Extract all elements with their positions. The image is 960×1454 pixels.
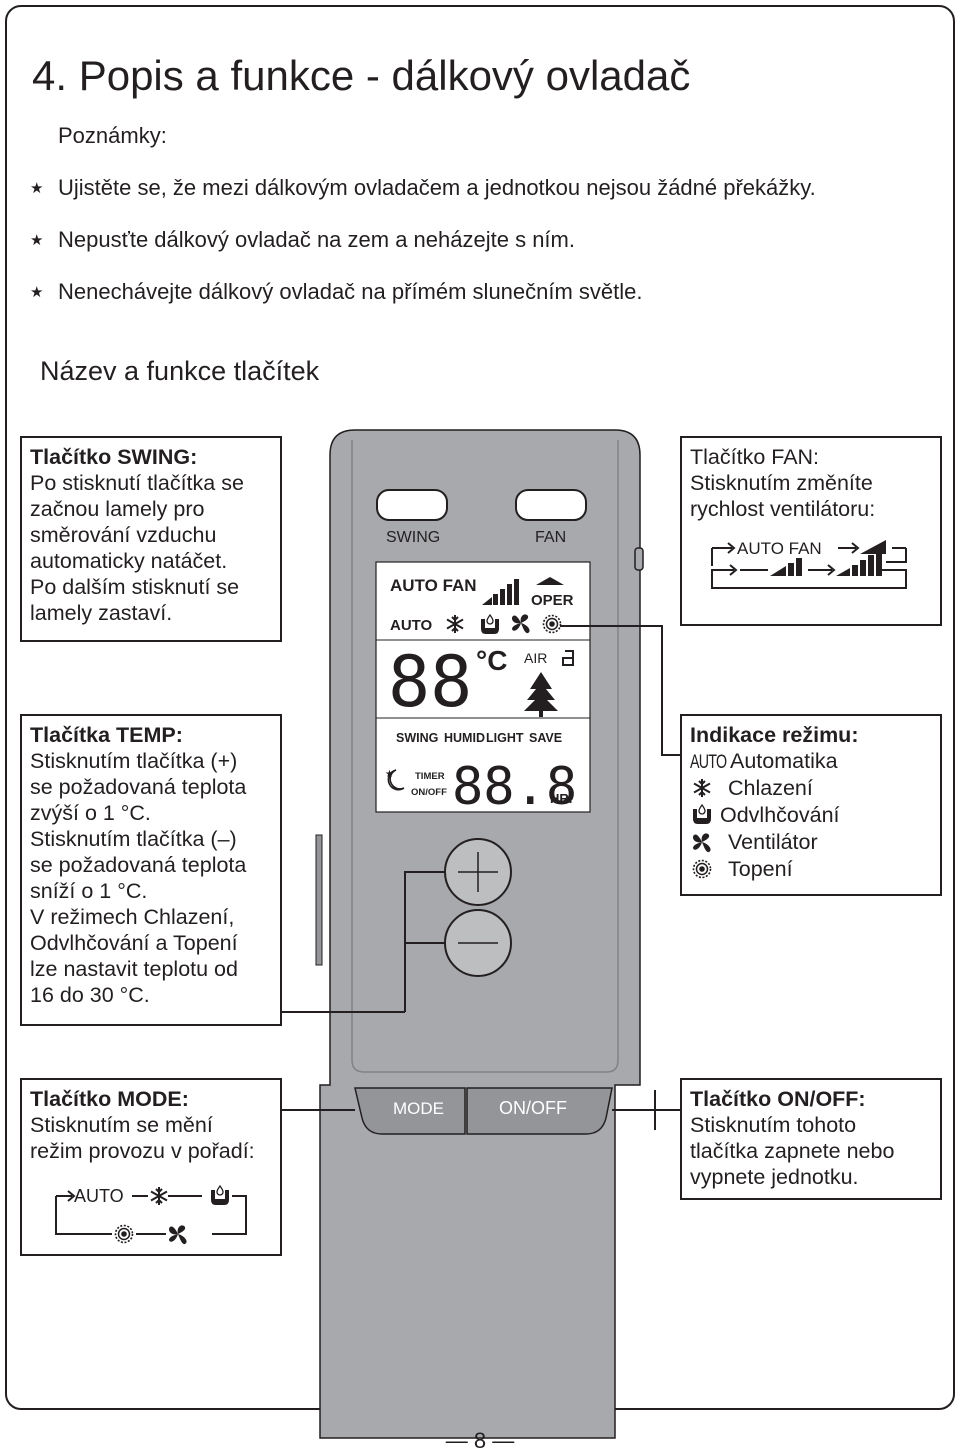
lcd-timer-value: 88.8 xyxy=(452,757,577,817)
star-bullet-icon: ★ xyxy=(30,232,44,249)
cycle-snowflake-icon xyxy=(150,1186,168,1206)
swing-button[interactable] xyxy=(376,489,448,521)
mode-button[interactable] xyxy=(354,1087,466,1135)
swing-callout-title: Tlačítko SWING: xyxy=(30,445,198,469)
lcd-onoff: ON/OFF xyxy=(411,787,447,798)
fan-high-icon xyxy=(836,550,882,576)
snowflake-icon xyxy=(693,778,711,798)
fan-callout-title: Tlačítko FAN: xyxy=(690,445,820,469)
onoff-callout: Tlačítko ON/OFF: Stisknutím tohoto tlačí… xyxy=(680,1078,942,1200)
star-bullet-icon: ★ xyxy=(30,180,44,197)
lcd-humid: HUMID xyxy=(444,731,485,745)
lcd-air: AIR xyxy=(524,650,547,666)
lcd-tree-icon xyxy=(524,672,558,711)
onoff-callout-body: Stisknutím tohoto tlačítka zapnete nebo … xyxy=(690,1113,895,1189)
lcd-fan-speed-bars xyxy=(482,579,519,605)
svg-text:★: ★ xyxy=(385,769,394,780)
note-item: ★Ujistěte se, že mezi dálkovým ovladačem… xyxy=(30,175,816,200)
swing-button-label: SWING xyxy=(386,529,440,546)
cycle-fan-icon xyxy=(168,1225,187,1245)
fan-mid-icon xyxy=(770,558,802,576)
mode-callout-title: Tlačítko MODE: xyxy=(30,1087,189,1111)
mode-indicator-title: Indikace režimu: xyxy=(690,723,859,747)
lcd-auto-fan: AUTO FAN xyxy=(390,576,477,595)
lcd-display xyxy=(375,561,591,813)
mode-cycle-diagram: AUTO xyxy=(55,1185,247,1245)
notes-label: Poznámky: xyxy=(58,123,167,148)
mode-callout: Tlačítko MODE: Stisknutím se mění režim … xyxy=(20,1078,282,1256)
auto-icon: AUTO xyxy=(690,752,727,773)
swing-callout: Tlačítko SWING: Po stisknutí tlačítka se… xyxy=(20,436,282,642)
fan-button-label: FAN xyxy=(535,529,566,546)
star-bullet-icon: ★ xyxy=(30,284,44,301)
fan-low-icon xyxy=(860,540,886,554)
fan-callout: Tlačítko FAN: Stisknutím změníte rychlos… xyxy=(680,436,942,626)
callout-connectors xyxy=(280,625,682,1130)
lcd-auto: AUTO xyxy=(390,617,433,634)
fan-icon xyxy=(692,833,711,853)
lcd-sleep-icon xyxy=(387,769,405,791)
lcd-swing: SWING xyxy=(396,731,438,745)
mode-cycle-auto: AUTO xyxy=(74,1186,124,1206)
fan-speed-cycle-diagram: AUTO FAN xyxy=(711,539,907,589)
mode-callout-body: Stisknutím se mění režim provozu v pořad… xyxy=(30,1113,255,1163)
note-item: ★Nepusťte dálkový ovladač na zem a neház… xyxy=(30,227,575,252)
lcd-temperature: 88 xyxy=(388,641,472,723)
page-number: — 8 — xyxy=(445,1428,515,1453)
lcd-timer: TIMER xyxy=(415,771,445,782)
section-title: Název a funkce tlačítek xyxy=(40,356,320,386)
mode-indicator-item: Topení xyxy=(690,856,932,883)
lcd-light: LIGHT xyxy=(486,731,524,745)
fan-cycle-auto-fan: AUTO FAN xyxy=(737,539,822,558)
mode-indicator-item: Ventilátor xyxy=(690,829,932,856)
note-item: ★Nenechávejte dálkový ovladač na přímém … xyxy=(30,279,643,304)
dehumidify-icon xyxy=(692,804,712,825)
temp-callout-body: Stisknutím tlačítka (+) se požadovaná te… xyxy=(30,749,247,1007)
lcd-save: SAVE xyxy=(529,731,562,745)
swing-callout-body: Po stisknutí tlačítka se začnou lamely p… xyxy=(30,471,244,625)
temp-callout-title: Tlačítka TEMP: xyxy=(30,723,183,747)
cycle-sun-icon xyxy=(114,1224,134,1244)
onoff-button[interactable] xyxy=(466,1087,613,1135)
lcd-hr: HR. xyxy=(550,791,572,806)
lcd-oper: OPER xyxy=(531,592,574,609)
fan-button[interactable] xyxy=(515,489,587,521)
mode-button-label: MODE xyxy=(393,1099,444,1118)
lcd-unit: °C xyxy=(476,645,507,676)
cycle-dehumidify-icon xyxy=(210,1185,230,1206)
fan-callout-body: Stisknutím změníte rychlost ventilátoru: xyxy=(690,471,876,521)
onoff-button-label: ON/OFF xyxy=(499,1098,567,1118)
sun-icon xyxy=(692,859,712,879)
onoff-callout-title: Tlačítko ON/OFF: xyxy=(690,1087,866,1111)
temp-callout: Tlačítka TEMP: Stisknutím tlačítka (+) s… xyxy=(20,714,282,1026)
mode-indicator-item: Odvlhčování xyxy=(690,802,932,829)
mode-indicator-item: Chlazení xyxy=(690,775,932,802)
page-title: 4. Popis a funkce - dálkový ovladač xyxy=(32,52,691,99)
